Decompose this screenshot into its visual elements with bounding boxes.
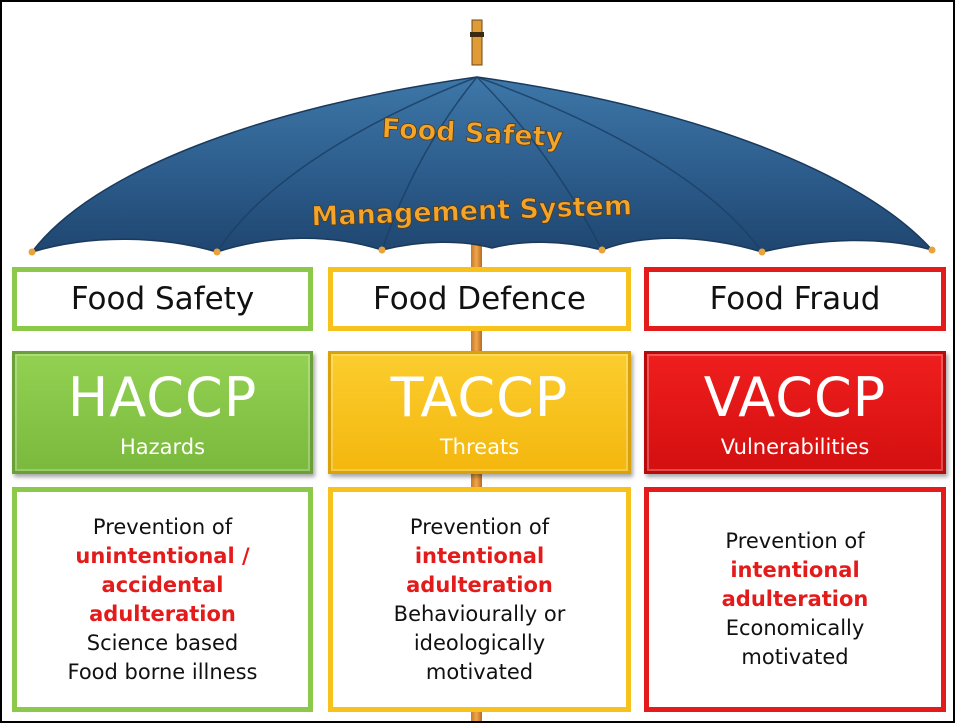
- description-line: adulteration: [721, 587, 869, 611]
- description-line: intentional: [414, 543, 545, 568]
- header-label: Food Safety: [70, 281, 255, 317]
- description-line: accidental: [101, 572, 224, 597]
- header-food-safety: Food Safety: [12, 267, 313, 331]
- description-line: Prevention of: [409, 514, 550, 539]
- acronym-vaccp: VACCP: [703, 365, 887, 429]
- description-line: Economically: [725, 616, 865, 640]
- header-food-fraud: Food Fraud: [644, 267, 946, 331]
- umbrella-canopy: [30, 76, 935, 254]
- description-line: Prevention of: [725, 529, 865, 553]
- acronym-haccp: HACCP: [67, 365, 258, 429]
- description-line: unintentional /: [75, 543, 250, 568]
- description-food-fraud: Prevention of intentional adulteration E…: [644, 487, 946, 712]
- subtitle-vulnerabilities: Vulnerabilities: [720, 434, 870, 459]
- umbrella-tip: [471, 19, 483, 66]
- description-line: intentional: [730, 558, 860, 582]
- description-line: ideologically: [413, 630, 546, 655]
- haccp-box: HACCP Hazards: [12, 351, 313, 474]
- description-line: Prevention of: [92, 514, 233, 539]
- taccp-box: TACCP Threats: [328, 351, 631, 474]
- description-line: adulteration: [89, 601, 236, 626]
- umbrella-pole: [471, 232, 482, 721]
- subtitle-threats: Threats: [439, 434, 520, 459]
- description-line: motivated: [425, 659, 534, 684]
- subtitle-hazards: Hazards: [119, 434, 206, 459]
- description-line: Food borne illness: [67, 659, 258, 684]
- header-label: Food Fraud: [709, 281, 881, 317]
- vaccp-box: VACCP Vulnerabilities: [644, 351, 946, 474]
- description-line: Science based: [86, 630, 239, 655]
- header-food-defence: Food Defence: [328, 267, 631, 331]
- description-line: adulteration: [406, 572, 553, 597]
- description-line: motivated: [741, 645, 849, 669]
- acronym-taccp: TACCP: [390, 365, 569, 429]
- description-food-safety: Prevention of unintentional / accidental…: [12, 487, 313, 712]
- description-food-defence: Prevention of intentional adulteration B…: [328, 487, 631, 712]
- description-line: Behaviourally or: [393, 601, 566, 626]
- header-label: Food Defence: [373, 281, 586, 317]
